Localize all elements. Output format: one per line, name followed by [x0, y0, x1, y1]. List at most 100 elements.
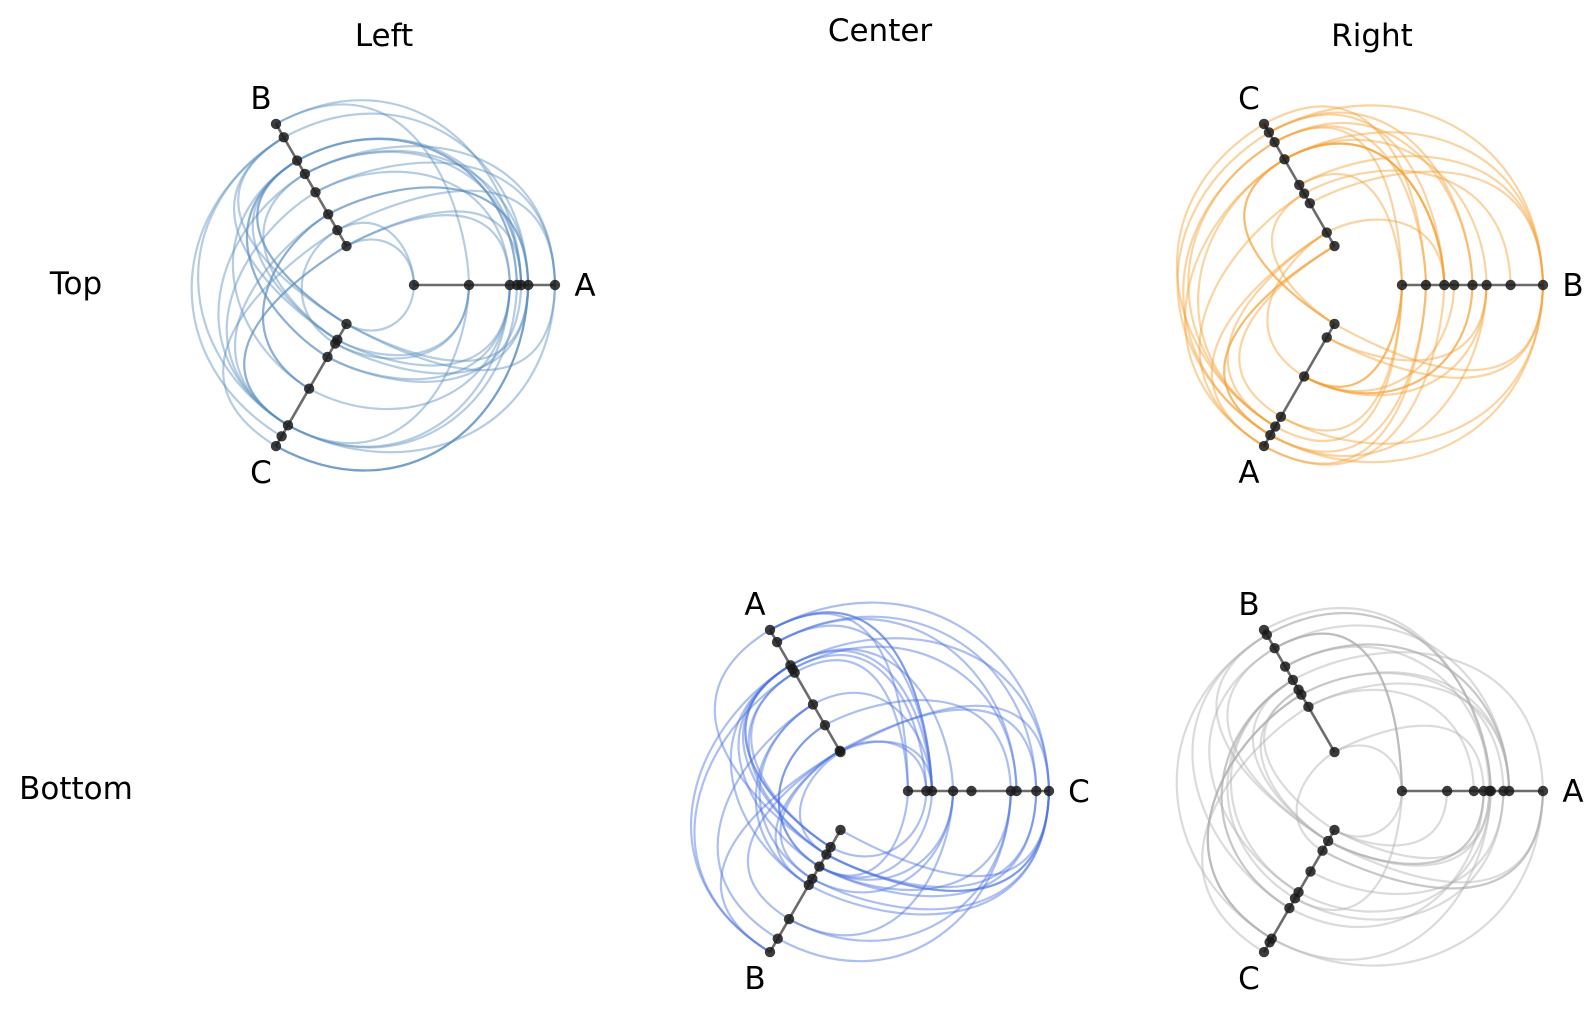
node-point [803, 879, 814, 891]
edge-curve [1220, 679, 1294, 910]
node-point [1258, 946, 1270, 958]
node-point [322, 351, 333, 363]
edge-curve [256, 159, 348, 325]
node-point [835, 824, 846, 836]
edge-curve [1263, 284, 1428, 465]
edge-curve [1327, 790, 1491, 867]
axis-label-b: B [1562, 268, 1583, 304]
edge-curve [251, 159, 338, 341]
row-label-top: Top [49, 266, 102, 302]
edge-curve [744, 664, 832, 849]
edge-curve [287, 284, 471, 445]
axis-label-a: A [744, 587, 765, 623]
edge-curve [1333, 744, 1404, 792]
node-point [1279, 154, 1290, 165]
edge-curve [1191, 633, 1290, 910]
edge-curve [1176, 131, 1271, 437]
edge-curve [1294, 790, 1505, 921]
node-point [1289, 893, 1301, 904]
edge-curve [1274, 126, 1404, 286]
edge-curve [1294, 790, 1404, 912]
node-point [1305, 866, 1316, 877]
edge-curve [1303, 169, 1512, 286]
edge-curve [1263, 284, 1446, 466]
edge-curve [1208, 647, 1300, 894]
edge-curve [190, 136, 285, 438]
axis-label-a: A [1238, 455, 1259, 491]
node-point [1258, 440, 1270, 452]
edge-curve [1269, 284, 1545, 464]
node-point [1304, 198, 1316, 209]
edge-curve [1252, 679, 1329, 842]
node-point [1298, 188, 1310, 199]
edge-curve [1309, 790, 1505, 895]
edge-curve [1303, 284, 1456, 393]
edge-curve [336, 284, 471, 357]
edge-curve [776, 617, 1018, 792]
edge-curve [1271, 790, 1545, 967]
node-point [1329, 240, 1340, 252]
edge-curve [283, 112, 530, 286]
node-point [1481, 279, 1492, 291]
edge-curve [788, 790, 1012, 942]
edge-curve [243, 245, 348, 427]
node-point [1258, 118, 1270, 130]
node-point [1439, 279, 1450, 291]
edge-curve [1274, 284, 1404, 443]
edges [689, 601, 1051, 963]
edge-curve [1303, 284, 1404, 388]
node-point [1505, 279, 1516, 291]
edge-curve [1326, 284, 1488, 362]
edge-curve [1298, 173, 1404, 286]
edge-curve [246, 159, 329, 358]
edge-curve [825, 790, 1038, 889]
edge-curve [825, 790, 1051, 893]
node-point [1537, 279, 1549, 291]
edge-curve [334, 284, 471, 360]
edge-curve [825, 790, 1051, 893]
edge-curve [296, 137, 518, 286]
edge-curve [1300, 672, 1505, 792]
edge-curve [693, 671, 796, 954]
node-point [1298, 371, 1310, 382]
axis-label-b: B [744, 961, 765, 997]
edge-curve [769, 612, 910, 792]
edge-curve [262, 173, 338, 341]
edge-curve [776, 615, 1038, 792]
edge-curve [275, 284, 530, 472]
edge-curve [308, 284, 511, 411]
edge-curve [275, 284, 530, 472]
edge-curve [336, 284, 511, 367]
node-point [408, 279, 420, 291]
edge-curve [1321, 790, 1545, 890]
node-point [902, 785, 914, 797]
edges [190, 99, 557, 472]
edge-curve [747, 671, 827, 856]
edge-curve [1182, 141, 1276, 437]
node-point [282, 420, 294, 431]
node-point [771, 636, 783, 648]
node-point [1329, 824, 1340, 836]
edge-curve [1327, 790, 1485, 865]
edge-curve [1274, 632, 1404, 792]
node-point [1265, 429, 1276, 441]
edge-curve [1215, 633, 1329, 842]
edge-curve [1283, 142, 1446, 286]
edge-curve [1297, 790, 1492, 913]
edge-curve [818, 790, 910, 877]
edge-curve [812, 691, 934, 792]
edge-curve [304, 145, 557, 286]
edge-curve [1309, 170, 1545, 286]
edge-curve [1226, 231, 1328, 428]
edge-curve [1303, 284, 1404, 388]
edge-curve [225, 191, 317, 427]
node-point [1468, 785, 1480, 797]
edge-curve [792, 645, 1018, 792]
node-point [1467, 279, 1478, 291]
edge-curve [811, 790, 1051, 911]
node-point [1537, 785, 1549, 797]
edge-curve [345, 284, 557, 372]
edge-curve [1333, 790, 1491, 860]
edge-curve [1321, 790, 1545, 890]
